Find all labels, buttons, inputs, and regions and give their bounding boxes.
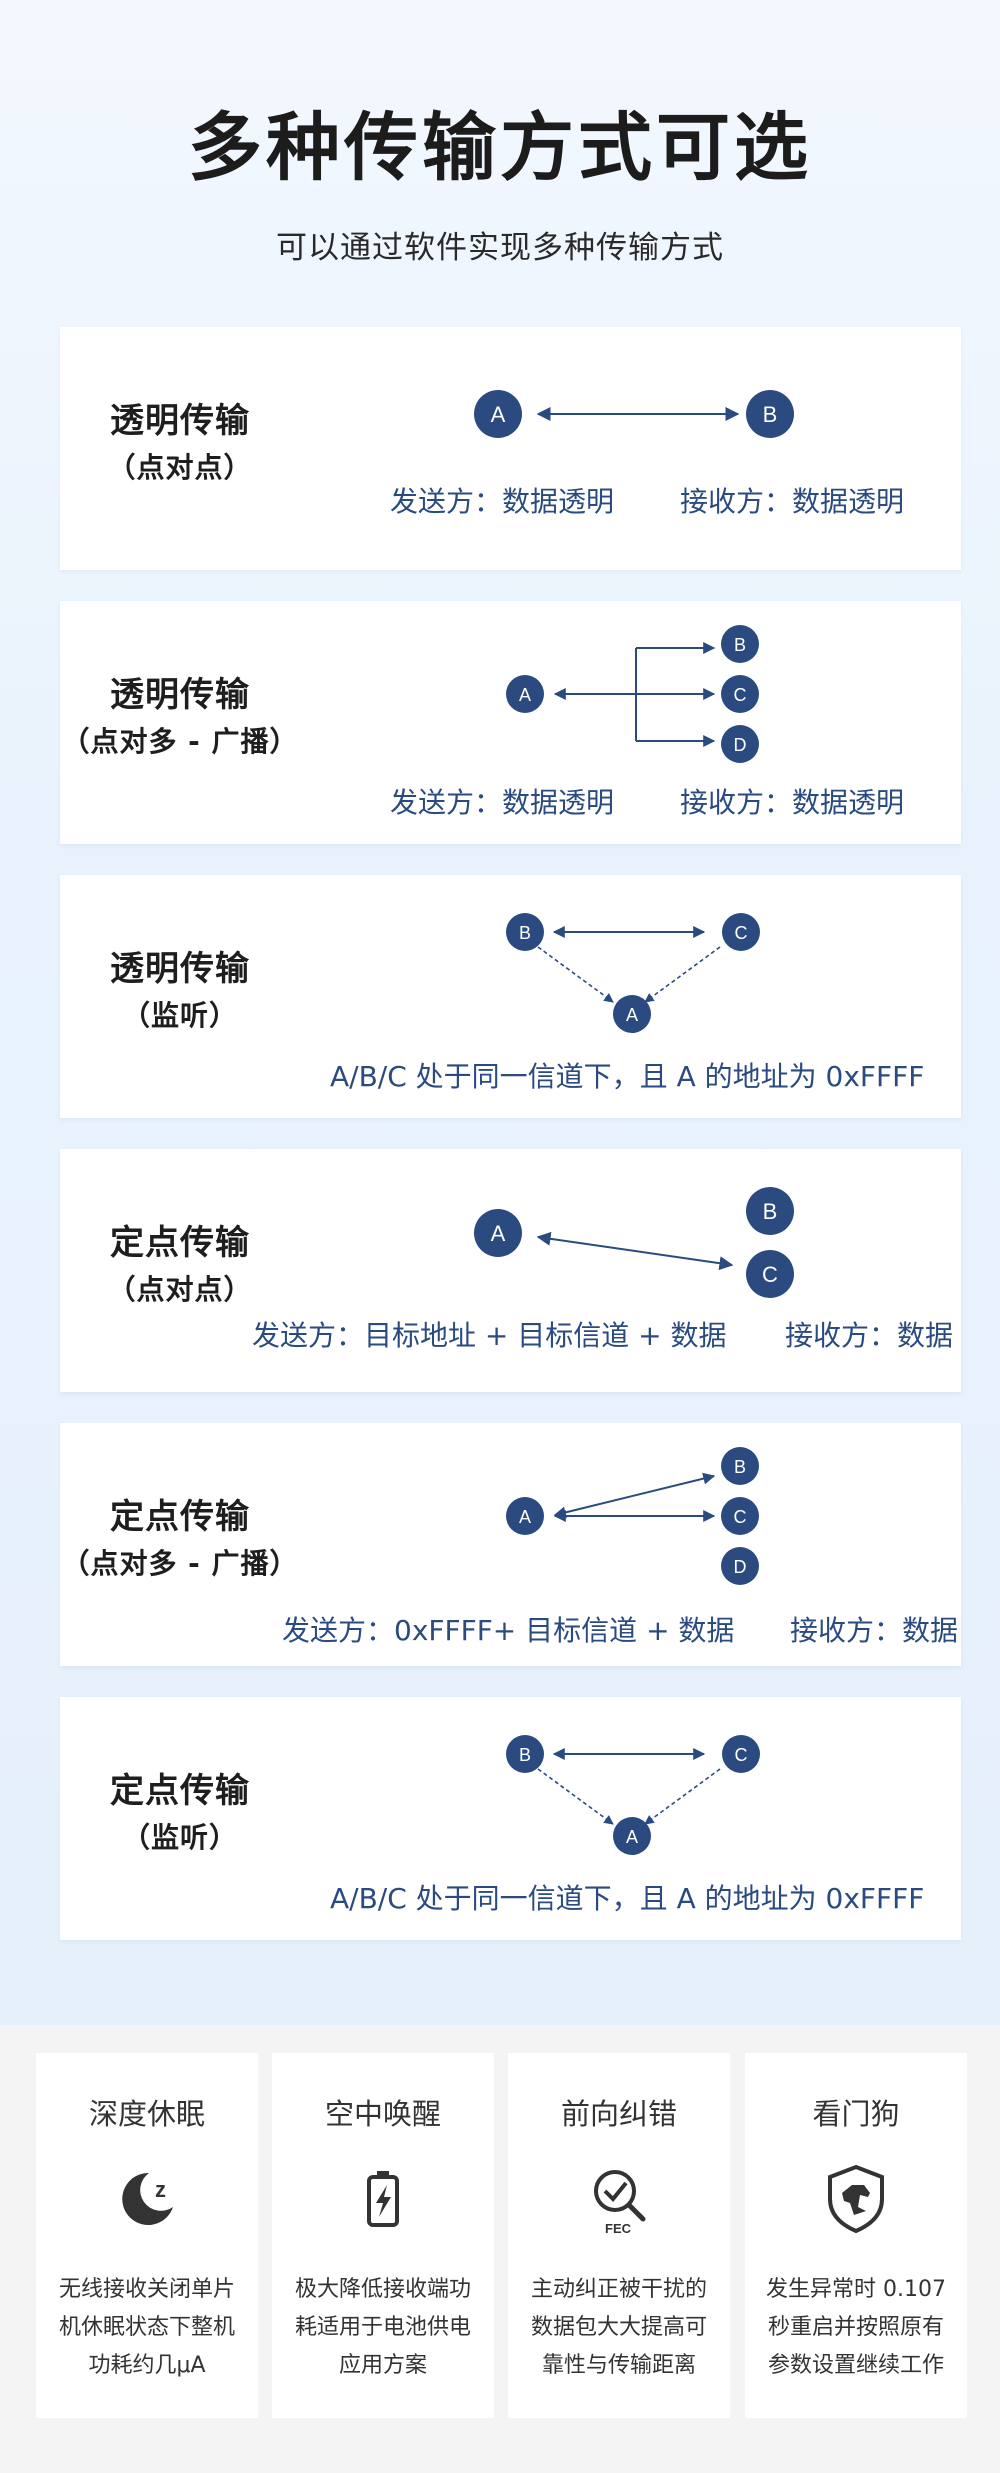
node-d: D — [721, 725, 759, 763]
svg-text:B: B — [734, 1457, 746, 1477]
watchdog-shield-icon — [828, 2164, 884, 2234]
mode-name: 透明传输 — [110, 675, 250, 715]
feature-name: 深度休眠 — [88, 2097, 205, 2131]
svg-text:C: C — [734, 1507, 747, 1527]
node-a: A — [506, 1497, 544, 1535]
monitor-note: A/B/C 处于同一信道下，且 A 的地址为 0xFFFF — [330, 1882, 925, 1915]
diagram-fixed-monitor: B C A — [506, 1735, 760, 1855]
svg-text:A: A — [626, 1005, 638, 1025]
receiver-caption: 接收方：数据 — [790, 1614, 959, 1647]
svg-text:C: C — [735, 1745, 748, 1765]
svg-text:D: D — [734, 735, 747, 755]
sender-caption: 发送方：数据透明 — [390, 485, 615, 518]
feature-name: 看门狗 — [812, 2097, 900, 2131]
node-c: C — [721, 675, 759, 713]
node-c: C — [722, 1735, 760, 1773]
mode-sub: （点对多 - 广播） — [61, 1547, 299, 1580]
svg-text:A: A — [491, 402, 506, 427]
sender-caption: 发送方：数据透明 — [390, 786, 615, 819]
page-subtitle: 可以通过软件实现多种传输方式 — [276, 230, 724, 266]
node-b: B — [721, 1447, 759, 1485]
receiver-caption: 接收方：数据透明 — [680, 485, 905, 518]
moon-sleep-icon: z — [122, 2172, 173, 2225]
feature-desc: 无线接收关闭单片 机休眠状态下整机 功耗约几μA — [58, 2277, 235, 2378]
mode-card-fixed-monitor: 定点传输 （监听） B C A A/B/C 处于同一信道下，且 A 的地址为 0… — [60, 1697, 961, 1940]
feature-name: 前向纠错 — [560, 2097, 677, 2131]
svg-text:z: z — [155, 2177, 166, 2202]
mode-name: 定点传输 — [110, 1223, 250, 1263]
page-title: 多种传输方式可选 — [188, 105, 812, 191]
mode-sub: （点对多 - 广播） — [61, 725, 299, 758]
sender-caption: 发送方：目标地址 + 目标信道 + 数据 — [252, 1319, 727, 1352]
battery-charge-icon — [367, 2171, 399, 2227]
mode-name: 透明传输 — [110, 401, 250, 441]
mode-sub: （监听） — [121, 999, 238, 1032]
svg-text:B: B — [519, 1745, 531, 1765]
node-c: C — [722, 913, 760, 951]
svg-text:B: B — [519, 923, 531, 943]
mode-name: 定点传输 — [110, 1497, 250, 1537]
feature-desc: 极大降低接收端功 耗适用于电池供电 应用方案 — [294, 2277, 471, 2378]
mode-label: 定点传输 （点对点） — [60, 1219, 300, 1313]
node-a: A — [613, 995, 651, 1033]
feature-desc: 发生异常时 0.107 秒重启并按照原有 参数设置继续工作 — [766, 2277, 946, 2378]
svg-text:B: B — [734, 635, 746, 655]
diagram-broadcast: A B C D — [506, 625, 759, 763]
mode-sub: （点对点） — [107, 451, 253, 484]
mode-label: 透明传输 （点对点） — [60, 397, 300, 491]
svg-text:C: C — [762, 1262, 778, 1287]
node-b: B — [746, 390, 794, 438]
mode-card-fixed-broadcast: 定点传输 （点对多 - 广播） A B C D 发送方：0xFFFF+ 目标信道… — [60, 1423, 961, 1666]
svg-text:A: A — [626, 1827, 638, 1847]
svg-text:D: D — [734, 1557, 747, 1577]
node-a: A — [474, 390, 522, 438]
node-b: B — [506, 1735, 544, 1773]
receiver-caption: 接收方：数据透明 — [680, 786, 905, 819]
node-a: A — [506, 675, 544, 713]
svg-text:B: B — [763, 402, 778, 427]
mode-card-transparent-monitor: 透明传输 （监听） B C A A/B/C 处于同一信道下，且 A 的地址为 0… — [60, 875, 961, 1118]
diagram-fixed-p2p: A B C — [474, 1187, 794, 1298]
node-d: D — [721, 1547, 759, 1585]
mode-sub: （点对点） — [107, 1273, 253, 1306]
mode-label: 定点传输 （监听） — [60, 1767, 300, 1861]
mode-sub: （监听） — [121, 1821, 238, 1854]
diagram-fixed-broadcast: A B C D — [506, 1447, 759, 1585]
svg-text:A: A — [519, 1507, 531, 1527]
mode-card-transparent-broadcast: 透明传输 （点对多 - 广播） A B C D 发送方：数据透明 接收方：数据透… — [60, 601, 961, 844]
diagram-monitor: B C A — [506, 913, 760, 1033]
mode-label: 定点传输 （点对多 - 广播） — [60, 1493, 300, 1587]
monitor-note: A/B/C 处于同一信道下，且 A 的地址为 0xFFFF — [330, 1060, 925, 1093]
svg-text:B: B — [763, 1199, 778, 1224]
mode-card-transparent-p2p: 透明传输 （点对点） A B 发送方：数据透明 接收方：数据透明 — [60, 327, 961, 570]
sender-caption: 发送方：0xFFFF+ 目标信道 + 数据 — [282, 1614, 735, 1647]
svg-text:C: C — [735, 923, 748, 943]
node-b: B — [506, 913, 544, 951]
diagram-p2p: A B — [474, 390, 794, 438]
mode-label: 透明传输 （点对多 - 广播） — [60, 671, 300, 765]
feature-watchdog: 看门狗 发生异常时 0.107 秒重启并按照原有 参数设置继续工作 — [745, 2053, 967, 2418]
svg-text:FEC: FEC — [605, 2221, 632, 2235]
feature-fec: 前向纠错 FEC 主动纠正被干扰的 数据包大大提高可 靠性与传输距离 — [508, 2053, 730, 2418]
svg-text:A: A — [491, 1221, 506, 1246]
svg-text:A: A — [519, 685, 531, 705]
node-b: B — [746, 1187, 794, 1235]
mode-name: 透明传输 — [110, 949, 250, 989]
svg-text:C: C — [734, 685, 747, 705]
mode-card-fixed-p2p: 定点传输 （点对点） A B C 发送方：目标地址 + 目标信道 + 数据 接收… — [60, 1149, 961, 1392]
node-a: A — [613, 1817, 651, 1855]
feature-name: 空中唤醒 — [324, 2097, 441, 2131]
feature-deep-sleep: 深度休眠 z 无线接收关闭单片 机休眠状态下整机 功耗约几μA — [36, 2053, 258, 2418]
node-a: A — [474, 1209, 522, 1257]
mode-name: 定点传输 — [110, 1771, 250, 1811]
node-c: C — [721, 1497, 759, 1535]
node-b: B — [721, 625, 759, 663]
fec-check-icon: FEC — [594, 2170, 646, 2235]
node-c: C — [746, 1250, 794, 1298]
feature-air-wakeup: 空中唤醒 极大降低接收端功 耗适用于电池供电 应用方案 — [272, 2053, 494, 2418]
receiver-caption: 接收方：数据 — [785, 1319, 954, 1352]
feature-desc: 主动纠正被干扰的 数据包大大提高可 靠性与传输距离 — [530, 2277, 707, 2378]
mode-label: 透明传输 （监听） — [60, 945, 300, 1039]
